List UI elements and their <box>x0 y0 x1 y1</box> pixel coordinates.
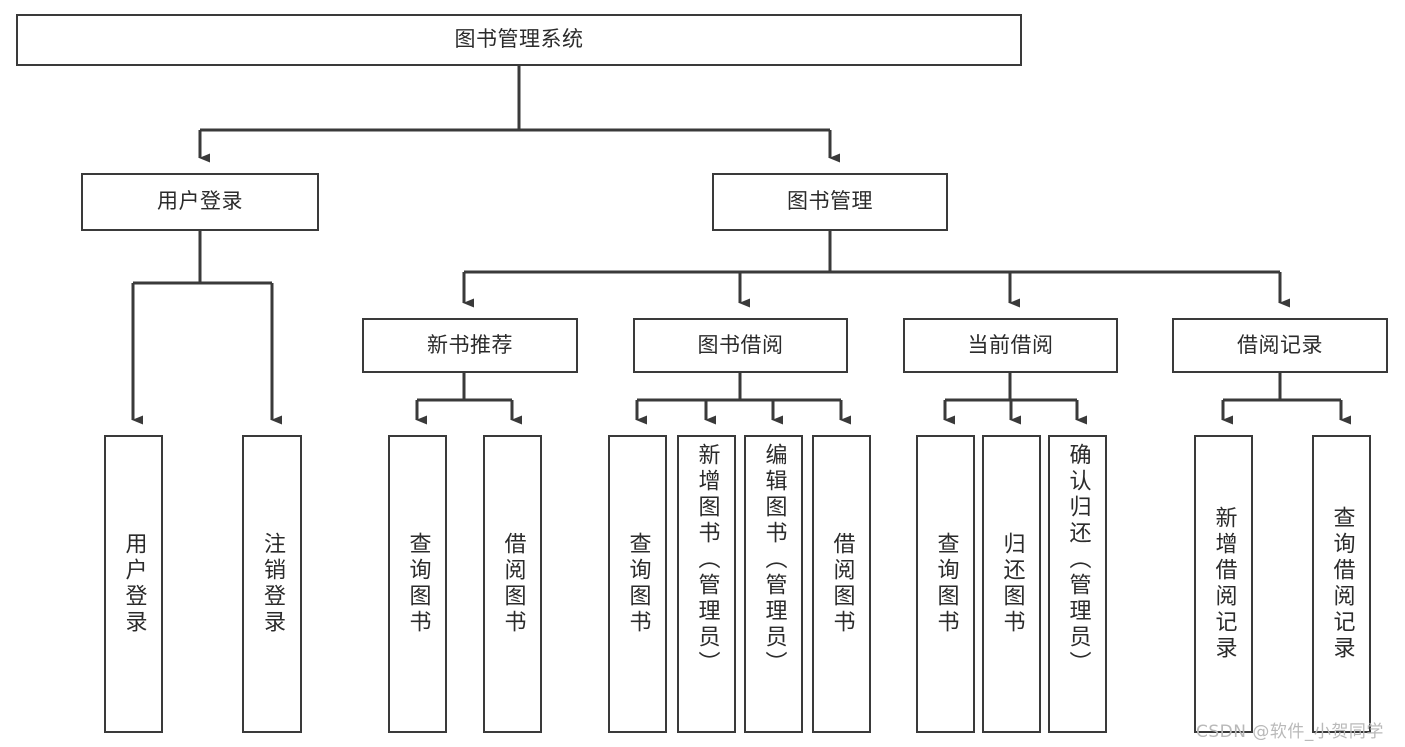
node-leaf-return-book-label: 归还图书 <box>999 532 1025 636</box>
node-leaf-edit-book-admin-label: 编辑图书（管理员） <box>761 443 787 677</box>
node-book-borrow-label: 图书借阅 <box>697 332 784 357</box>
node-leaf-logout-label: 注销登录 <box>260 532 285 636</box>
csdn-watermark: CSDN @软件_小贺同学 <box>1196 722 1384 742</box>
node-leaf-query-book-borrow[interactable]: 查询图书 <box>608 435 667 733</box>
node-leaf-confirm-return-admin-label: 确认归还（管理员） <box>1065 443 1091 677</box>
node-book-borrow[interactable]: 图书借阅 <box>633 318 848 373</box>
node-new-book-recommend-label: 新书推荐 <box>427 332 513 357</box>
node-borrow-record[interactable]: 借阅记录 <box>1172 318 1388 373</box>
node-leaf-borrow-book[interactable]: 借阅图书 <box>812 435 871 733</box>
node-current-borrow[interactable]: 当前借阅 <box>903 318 1118 373</box>
node-leaf-borrow-book-label: 借阅图书 <box>829 532 855 636</box>
node-root-system[interactable]: 图书管理系统 <box>16 14 1022 66</box>
node-user-login[interactable]: 用户登录 <box>81 173 319 231</box>
node-borrow-record-label: 借阅记录 <box>1237 332 1323 357</box>
node-leaf-user-login-label: 用户登录 <box>121 532 147 636</box>
node-leaf-borrow-book-recommend-label: 借阅图书 <box>500 532 526 636</box>
node-leaf-user-login[interactable]: 用户登录 <box>104 435 163 733</box>
node-leaf-query-book-recommend-label: 查询图书 <box>405 532 431 636</box>
node-leaf-query-borrow-record[interactable]: 查询借阅记录 <box>1312 435 1371 733</box>
node-leaf-query-borrow-record-label: 查询借阅记录 <box>1329 506 1355 662</box>
node-root-system-label: 图书管理系统 <box>454 27 584 52</box>
node-user-login-label: 用户登录 <box>157 189 243 214</box>
node-leaf-logout[interactable]: 注销登录 <box>242 435 302 733</box>
node-book-management[interactable]: 图书管理 <box>712 173 948 231</box>
node-leaf-query-book-recommend[interactable]: 查询图书 <box>388 435 447 733</box>
node-leaf-add-borrow-record-label: 新增借阅记录 <box>1211 506 1237 662</box>
node-leaf-confirm-return-admin[interactable]: 确认归还（管理员） <box>1048 435 1107 733</box>
node-leaf-query-book-current[interactable]: 查询图书 <box>916 435 975 733</box>
node-leaf-edit-book-admin[interactable]: 编辑图书（管理员） <box>744 435 803 733</box>
node-book-management-label: 图书管理 <box>787 189 873 214</box>
node-leaf-return-book[interactable]: 归还图书 <box>982 435 1041 733</box>
node-leaf-query-book-borrow-label: 查询图书 <box>625 532 651 636</box>
node-leaf-query-book-current-label: 查询图书 <box>933 532 959 636</box>
node-new-book-recommend[interactable]: 新书推荐 <box>362 318 578 373</box>
node-leaf-borrow-book-recommend[interactable]: 借阅图书 <box>483 435 542 733</box>
node-leaf-add-borrow-record[interactable]: 新增借阅记录 <box>1194 435 1253 733</box>
node-leaf-add-book-admin[interactable]: 新增图书（管理员） <box>677 435 736 733</box>
node-current-borrow-label: 当前借阅 <box>967 332 1054 357</box>
node-leaf-add-book-admin-label: 新增图书（管理员） <box>694 443 720 677</box>
